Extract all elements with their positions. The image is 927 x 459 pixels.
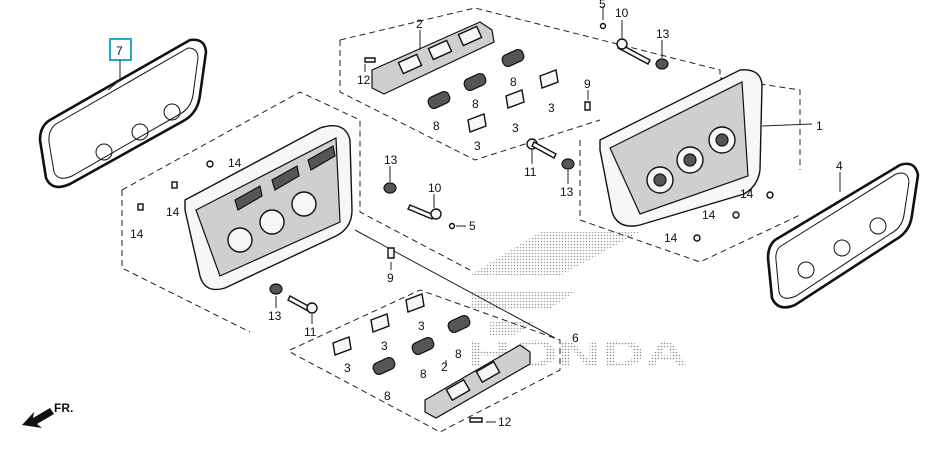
callout-3-b: 3 <box>512 121 519 135</box>
callout-2-top: 2 <box>416 17 423 31</box>
group-outline-top <box>339 7 721 161</box>
callout-14-c: 14 <box>664 231 678 245</box>
callout-4: 4 <box>836 159 843 173</box>
front-direction-arrow: FR. <box>22 401 73 428</box>
callout-3-c: 3 <box>474 139 481 153</box>
seals-bottom-group <box>372 314 471 376</box>
callout-3-f: 3 <box>344 361 351 375</box>
callout-12-bottom: 12 <box>498 415 512 429</box>
callout-3-e: 3 <box>381 339 388 353</box>
group-outline-bottom <box>289 289 561 433</box>
fasteners <box>137 22 774 423</box>
callout-14-b: 14 <box>702 208 716 222</box>
front-direction-label: FR. <box>54 401 73 415</box>
callout-13-mid: 13 <box>384 153 398 167</box>
callout-7: 7 <box>116 44 123 58</box>
leaders-small <box>275 6 663 423</box>
callout-8-f: 8 <box>384 389 391 403</box>
callout-6: 6 <box>572 331 579 345</box>
clips-top-group <box>467 69 559 133</box>
gasket-4 <box>766 162 920 309</box>
group-outline-right <box>579 77 801 263</box>
callout-3-d: 3 <box>418 319 425 333</box>
callout-2-bottom: 2 <box>441 360 448 374</box>
callout-11-right: 11 <box>524 165 537 179</box>
seals-top-group <box>427 48 525 110</box>
callout-13-top: 13 <box>656 27 670 41</box>
callout-1: 1 <box>816 119 823 133</box>
callout-10-top: 10 <box>615 6 629 20</box>
leader-1 <box>761 123 813 127</box>
honda-wing-logo <box>470 232 640 335</box>
clips-bottom-group <box>332 293 425 356</box>
callout-labels: 7 2 5 10 13 12 8 8 8 3 3 3 9 1 4 11 13 1… <box>116 0 843 429</box>
callout-9-top: 9 <box>584 77 591 91</box>
callout-8-b: 8 <box>472 97 479 111</box>
callout-13-left: 13 <box>268 309 282 323</box>
callout-5-top: 5 <box>599 0 606 11</box>
callout-11-left: 11 <box>304 325 317 339</box>
callout-8-e: 8 <box>420 367 427 381</box>
callout-12-top: 12 <box>357 73 371 87</box>
callout-8-c: 8 <box>433 119 440 133</box>
callout-14-f: 14 <box>130 227 144 241</box>
callout-3-a: 3 <box>548 101 555 115</box>
coil-plate-bottom <box>424 344 531 419</box>
gasket-7 <box>38 38 208 189</box>
head-cover-left-6 <box>184 125 353 291</box>
head-cover-right-1 <box>599 69 763 227</box>
leader-7 <box>107 60 121 91</box>
callout-14-d: 14 <box>228 156 242 170</box>
callout-14-a: 14 <box>740 187 754 201</box>
callout-14-e: 14 <box>166 205 180 219</box>
callout-5-mid: 5 <box>469 219 476 233</box>
coil-plate-top <box>371 21 495 95</box>
group-outline-left <box>121 91 471 333</box>
callout-13-right: 13 <box>560 185 574 199</box>
callout-10-mid: 10 <box>428 181 442 195</box>
callout-8-a: 8 <box>510 75 517 89</box>
callout-9-mid: 9 <box>387 271 394 285</box>
callout-8-d: 8 <box>455 347 462 361</box>
